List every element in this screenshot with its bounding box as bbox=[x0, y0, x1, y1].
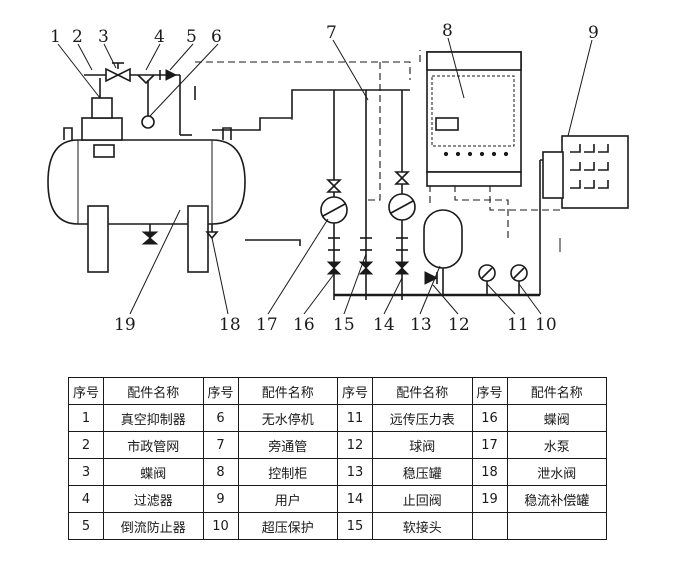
table-cell: 稳压罐 bbox=[372, 458, 473, 486]
user-taps bbox=[542, 135, 629, 209]
callout-12: 12 bbox=[448, 315, 470, 335]
table-cell: 12 bbox=[337, 431, 373, 459]
table-cell: 稳流补偿罐 bbox=[506, 485, 607, 513]
control-cabinet bbox=[426, 51, 522, 187]
pressure-tank bbox=[423, 209, 463, 295]
table-cell: 控制柜 bbox=[237, 458, 338, 486]
table-header-row: 序号 配件名称 序号 配件名称 序号 配件名称 序号 配件名称 bbox=[68, 377, 607, 405]
callout-7: 7 bbox=[326, 23, 337, 43]
header-part-name: 配件名称 bbox=[372, 377, 473, 405]
header-no: 序号 bbox=[471, 377, 508, 405]
callout-10: 10 bbox=[535, 315, 557, 335]
header-part-name: 配件名称 bbox=[237, 377, 338, 405]
table-cell: 球阀 bbox=[372, 431, 473, 459]
header-no: 序号 bbox=[202, 377, 239, 405]
table-cell: 1 bbox=[68, 404, 104, 432]
table-cell: 4 bbox=[68, 485, 104, 513]
table-cell: 3 bbox=[68, 458, 104, 486]
callout-5: 5 bbox=[186, 27, 197, 47]
table-cell: 止回阀 bbox=[372, 485, 473, 513]
table-cell: 7 bbox=[202, 431, 239, 459]
compensation-tank bbox=[47, 127, 246, 273]
callout-15: 15 bbox=[333, 315, 355, 335]
overpressure-gauge bbox=[510, 264, 528, 295]
table-cell: 真空抑制器 bbox=[103, 404, 204, 432]
table-row: 1 真空抑制器 6 无水停机 11 远传压力表 16 蝶阀 bbox=[68, 404, 607, 432]
header-part-name: 配件名称 bbox=[103, 377, 204, 405]
table-cell: 9 bbox=[202, 485, 239, 513]
table-cell bbox=[506, 512, 607, 540]
table-cell: 8 bbox=[202, 458, 239, 486]
remote-pressure-gauge bbox=[478, 264, 496, 295]
table-cell: 17 bbox=[471, 431, 508, 459]
header-part-name: 配件名称 bbox=[506, 377, 607, 405]
table-cell: 无水停机 bbox=[237, 404, 338, 432]
parts-table: 序号 配件名称 序号 配件名称 序号 配件名称 序号 配件名称 1 真空抑制器 … bbox=[68, 377, 607, 540]
table-cell: 远传压力表 bbox=[372, 404, 473, 432]
callout-17: 17 bbox=[256, 315, 278, 335]
table-cell: 蝶阀 bbox=[103, 458, 204, 486]
callout-14: 14 bbox=[373, 315, 395, 335]
table-cell bbox=[471, 512, 508, 540]
callout-11: 11 bbox=[507, 315, 529, 335]
table-row: 5 倒流防止器 10 超压保护 15 软接头 bbox=[68, 512, 607, 540]
vacuum-suppressor bbox=[81, 78, 123, 141]
table-cell: 10 bbox=[202, 512, 239, 540]
table-cell: 2 bbox=[68, 431, 104, 459]
control-signal-lines bbox=[195, 50, 560, 240]
callout-leaders bbox=[57, 37, 593, 315]
table-cell: 蝶阀 bbox=[506, 404, 607, 432]
table-cell: 19 bbox=[471, 485, 508, 513]
table-cell: 18 bbox=[471, 458, 508, 486]
callout-4: 4 bbox=[154, 27, 165, 47]
table-cell: 旁通管 bbox=[237, 431, 338, 459]
table-row: 3 蝶阀 8 控制柜 13 稳压罐 18 泄水阀 bbox=[68, 458, 607, 486]
callout-9: 9 bbox=[588, 23, 599, 43]
table-row: 4 过滤器 9 用户 14 止回阀 19 稳流补偿罐 bbox=[68, 485, 607, 513]
header-no: 序号 bbox=[337, 377, 373, 405]
callout-2: 2 bbox=[72, 27, 83, 47]
table-cell: 倒流防止器 bbox=[103, 512, 204, 540]
table-cell: 超压保护 bbox=[237, 512, 338, 540]
table-cell: 过滤器 bbox=[103, 485, 204, 513]
callout-19: 19 bbox=[114, 315, 136, 335]
callout-18: 18 bbox=[219, 315, 241, 335]
callout-labels: 1 2 3 4 5 6 7 8 9 10 11 12 13 14 15 16 1… bbox=[50, 21, 599, 335]
table-cell: 16 bbox=[471, 404, 508, 432]
no-water-shutdown bbox=[141, 80, 155, 129]
table-cell: 14 bbox=[337, 485, 373, 513]
table-cell: 5 bbox=[68, 512, 104, 540]
callout-3: 3 bbox=[98, 27, 109, 47]
callout-6: 6 bbox=[211, 27, 222, 47]
pump-left bbox=[320, 90, 348, 300]
table-cell: 市政管网 bbox=[103, 431, 204, 459]
pump-right bbox=[388, 90, 416, 300]
table-cell: 用户 bbox=[237, 485, 338, 513]
callout-1: 1 bbox=[50, 27, 61, 47]
table-cell: 13 bbox=[337, 458, 373, 486]
table-cell: 6 bbox=[202, 404, 239, 432]
callout-16: 16 bbox=[293, 315, 315, 335]
table-cell: 15 bbox=[337, 512, 373, 540]
callout-13: 13 bbox=[410, 315, 432, 335]
callout-8: 8 bbox=[442, 21, 453, 41]
header-no: 序号 bbox=[68, 377, 104, 405]
table-cell: 软接头 bbox=[372, 512, 473, 540]
table-row: 2 市政管网 7 旁通管 12 球阀 17 水泵 bbox=[68, 431, 607, 459]
system-schematic: 1 2 3 4 5 6 7 8 9 10 11 12 13 14 15 16 1… bbox=[47, 21, 629, 335]
table-cell: 泄水阀 bbox=[506, 458, 607, 486]
table-cell: 水泵 bbox=[506, 431, 607, 459]
bypass-pipe bbox=[358, 90, 374, 300]
table-cell: 11 bbox=[337, 404, 373, 432]
